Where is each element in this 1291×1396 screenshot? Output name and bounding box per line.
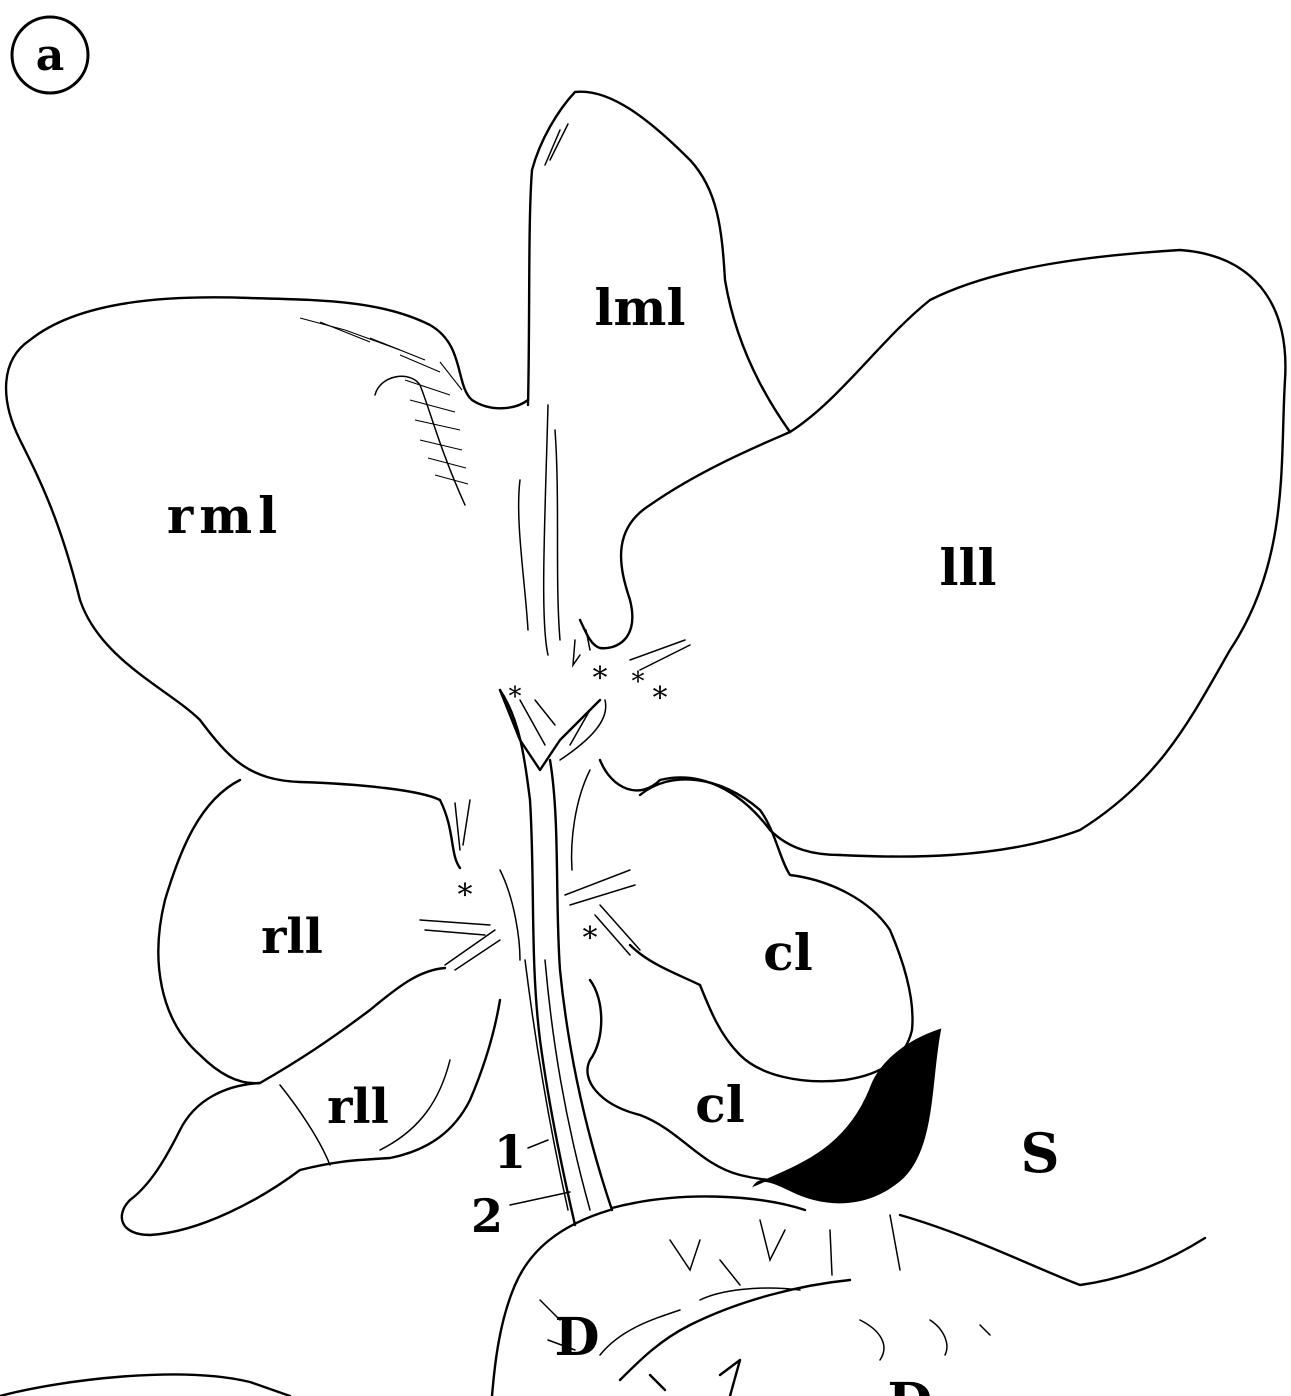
stomach-crescent (755, 1030, 940, 1202)
label-lll: lll (940, 538, 997, 597)
right-medial-lobe-hatching (300, 318, 468, 484)
label-cl-lower: cl (695, 1075, 744, 1134)
label-cl-upper: cl (763, 923, 812, 982)
panel-letter: a (36, 30, 65, 81)
right-medial-lobe-inner-fold (375, 376, 465, 505)
leader-line-2 (510, 1192, 570, 1205)
svg-text:*: * (458, 878, 473, 913)
svg-text:*: * (583, 921, 598, 956)
label-rll-lower: rll (327, 1079, 389, 1135)
svg-text:*: * (509, 682, 522, 712)
left-lateral-lobe-base (580, 432, 790, 648)
svg-text:*: * (593, 661, 608, 696)
label-rll-upper: rll (261, 909, 323, 965)
label-num-2: 2 (471, 1189, 503, 1243)
label-lml: lml (595, 278, 686, 337)
svg-text:*: * (632, 667, 645, 697)
label-rml: rml (167, 486, 283, 545)
label-num-1: 1 (494, 1125, 526, 1179)
right-medial-lobe-outline (6, 297, 528, 868)
left-lateral-lobe-outline (790, 250, 1285, 857)
left-lateral-lobe-lower-edge (600, 760, 840, 855)
svg-text:*: * (653, 681, 668, 716)
label-d-lower: D (887, 1372, 932, 1396)
label-d-upper: D (554, 1307, 599, 1368)
right-lateral-lobe-lower-outline (122, 1000, 500, 1235)
duodenum-outline (0, 1196, 1205, 1396)
leader-line-1 (528, 1140, 548, 1148)
vessel-markers: * * * * * * (455, 630, 690, 956)
label-s: S (1021, 1121, 1060, 1185)
left-medial-lobe-outline (528, 92, 790, 432)
panel-badge: a (12, 17, 88, 93)
